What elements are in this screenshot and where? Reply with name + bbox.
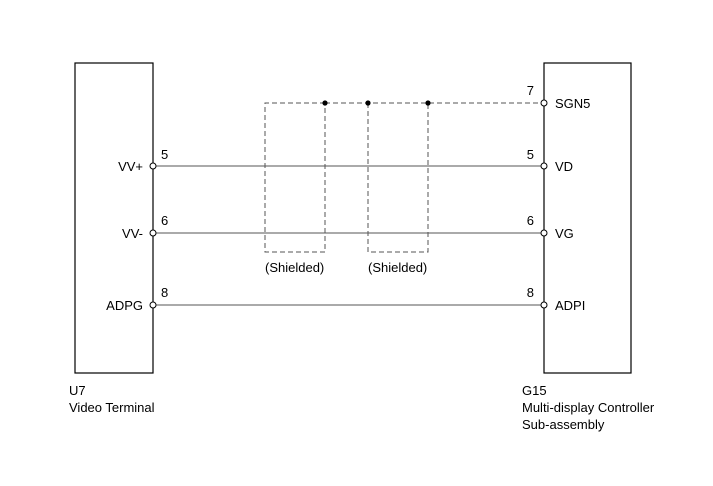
shield-label: (Shielded) [265,260,324,275]
right-component-name-line1: Multi-display Controller [522,400,655,415]
left-pin-label: VV+ [118,159,143,174]
terminal-circle [540,99,548,107]
terminal-circle [540,229,548,237]
left-pin-label: ADPG [106,298,143,313]
right-pin-number: 8 [527,285,534,300]
left-component-code: U7 [69,383,86,398]
terminal-circle [540,301,548,309]
right-pin-label: VD [555,159,573,174]
right-pin-number: 5 [527,147,534,162]
left-component-box [74,62,154,374]
left-pin-label: VV- [122,226,143,241]
left-pin-number: 6 [161,213,168,228]
terminal-circle [149,162,157,170]
right-pin-label: SGN5 [555,96,590,111]
right-pin-number: 6 [527,213,534,228]
terminal-circle [149,301,157,309]
right-component-code: G15 [522,383,547,398]
shield-label: (Shielded) [368,260,427,275]
right-pin-label: ADPI [555,298,585,313]
shield-1-outline [264,102,326,253]
right-pin-number: 7 [527,83,534,98]
right-pin-label: VG [555,226,574,241]
shield-junction-dot [322,100,328,106]
shield-2-outline [367,103,429,253]
right-component-name-line2: Sub-assembly [522,417,605,432]
terminal-circle [540,162,548,170]
left-pin-number: 8 [161,285,168,300]
shield-junction-dot [425,100,431,106]
terminal-circle [149,229,157,237]
left-component-name: Video Terminal [69,400,155,415]
right-component-box [543,62,632,374]
shield-junction-dot [365,100,371,106]
left-pin-number: 5 [161,147,168,162]
